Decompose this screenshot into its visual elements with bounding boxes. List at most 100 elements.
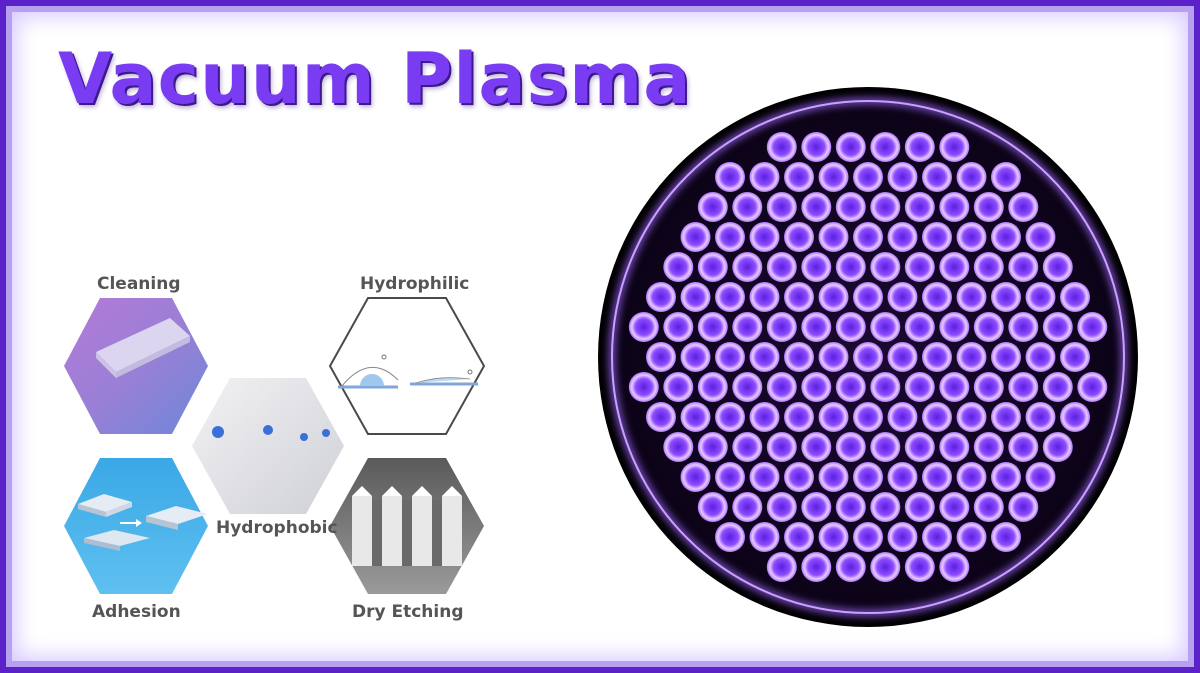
plasma-cell: [1025, 342, 1056, 372]
plasma-cell: [697, 492, 728, 522]
plasma-cell: [835, 192, 866, 222]
plasma-cell: [922, 222, 952, 252]
plasma-cell: [732, 492, 763, 522]
plasma-cell: [870, 432, 901, 462]
plasma-cell: [715, 462, 745, 492]
contact-angle-diagram-icon: [338, 354, 478, 389]
plasma-cell: [835, 432, 866, 462]
plasma-cell: [939, 492, 970, 522]
hydrophobic-hexagon: [192, 378, 344, 514]
dry-etching-label: Dry Etching: [352, 602, 464, 622]
hydrophilic-label: Hydrophilic: [360, 274, 470, 294]
hydrophilic-hexagon: [328, 297, 486, 435]
plasma-cell: [922, 402, 952, 432]
plasma-cell: [870, 552, 901, 582]
plasma-cell: [766, 492, 797, 522]
plasma-cell: [1008, 192, 1039, 222]
plasma-cell: [1025, 462, 1056, 492]
plasma-cell: [715, 522, 745, 552]
plasma-cell: [887, 282, 918, 312]
plasma-cell: [818, 402, 849, 432]
plasma-cell: [973, 252, 1004, 282]
plasma-cell: [853, 162, 883, 192]
cleaning-label: Cleaning: [97, 274, 181, 294]
plasma-cell: [904, 492, 935, 522]
plasma-cell: [646, 402, 676, 432]
dry-etching-hexagon: [330, 458, 484, 594]
plasma-cell: [922, 162, 952, 192]
adhesion-label: Adhesion: [92, 602, 181, 622]
plasma-cell: [853, 402, 883, 432]
plasma-cell: [801, 432, 832, 462]
plasma-cell: [1042, 372, 1073, 402]
plasma-cell: [1060, 402, 1090, 432]
plasma-cell: [956, 162, 987, 192]
plasma-cell: [956, 462, 987, 492]
plasma-cell: [1042, 432, 1073, 462]
plasma-cell: [766, 132, 797, 162]
plasma-cell: [663, 432, 694, 462]
plasma-cell: [939, 552, 970, 582]
plasma-cell: [732, 192, 763, 222]
plasma-cell: [784, 462, 814, 492]
plasma-cell: [887, 462, 918, 492]
plasma-cell: [646, 282, 676, 312]
plasma-cell: [904, 312, 935, 342]
water-droplets-icon: [212, 425, 330, 441]
plasma-cell: [818, 162, 849, 192]
plasma-cell: [697, 252, 728, 282]
plasma-cell: [991, 282, 1021, 312]
plasma-cell: [991, 162, 1021, 192]
plasma-cell: [663, 372, 694, 402]
plasma-cell: [646, 342, 676, 372]
plasma-cell: [922, 342, 952, 372]
plasma-cell: [1008, 492, 1039, 522]
plasma-cell: [887, 402, 918, 432]
plasma-cell: [887, 162, 918, 192]
plasma-cell: [956, 402, 987, 432]
plasma-cell: [715, 402, 745, 432]
plasma-cell: [904, 432, 935, 462]
plasma-cell: [680, 402, 711, 432]
plasma-cell: [818, 522, 849, 552]
plasma-cell: [628, 312, 659, 342]
plasma-cell: [870, 192, 901, 222]
plasma-cell: [801, 372, 832, 402]
plasma-cell: [732, 252, 763, 282]
glass-slide-icon: [96, 318, 190, 378]
plasma-cell: [922, 522, 952, 552]
plasma-cell: [939, 372, 970, 402]
plasma-cell: [904, 132, 935, 162]
plasma-cell: [956, 342, 987, 372]
plasma-cell: [801, 312, 832, 342]
plasma-cell: [818, 282, 849, 312]
plasma-cell: [1008, 432, 1039, 462]
plasma-cell: [887, 522, 918, 552]
plasma-cell: [766, 372, 797, 402]
plasma-cell: [749, 522, 780, 552]
plasma-cell: [818, 342, 849, 372]
plasma-cell-array: [628, 132, 1108, 582]
plasma-cell: [904, 552, 935, 582]
plasma-cell: [715, 222, 745, 252]
plasma-cell: [1008, 252, 1039, 282]
plasma-cell: [991, 522, 1021, 552]
plasma-cell: [991, 342, 1021, 372]
plasma-cell: [991, 402, 1021, 432]
plasma-cell: [887, 222, 918, 252]
plasma-cell: [853, 282, 883, 312]
plasma-cell: [835, 252, 866, 282]
plasma-cell: [922, 282, 952, 312]
plasma-cell: [922, 462, 952, 492]
plasma-cell: [801, 492, 832, 522]
plasma-cell: [801, 192, 832, 222]
plasma-cell: [749, 162, 780, 192]
plasma-cell: [680, 342, 711, 372]
plasma-cell: [784, 342, 814, 372]
plasma-cell: [956, 282, 987, 312]
plasma-cell: [870, 132, 901, 162]
plasma-cell: [766, 192, 797, 222]
plasma-cell: [1060, 282, 1090, 312]
plasma-cell: [835, 552, 866, 582]
